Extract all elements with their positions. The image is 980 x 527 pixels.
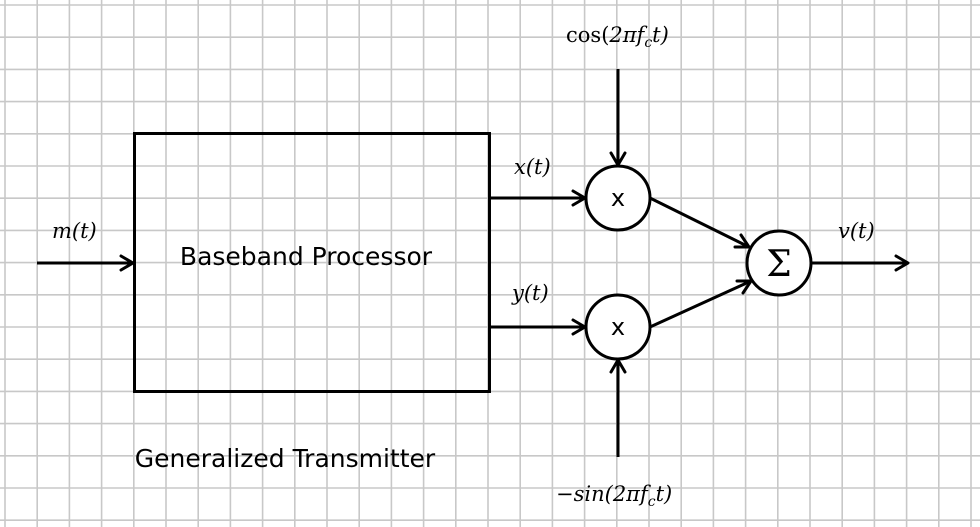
cos-func: cos bbox=[566, 23, 601, 47]
sin-sub: c bbox=[648, 494, 656, 510]
sin-carrier-label: −sin(2πfct) bbox=[556, 482, 672, 510]
output-arrowhead bbox=[894, 254, 910, 272]
output-signal-label: v(t) bbox=[838, 219, 875, 243]
top-to-sum-wire bbox=[649, 196, 750, 249]
quadrature-signal-label: y(t) bbox=[511, 281, 549, 305]
top-to-sum-arrowhead bbox=[733, 233, 751, 249]
bottom-to-sum-wire bbox=[649, 279, 752, 329]
sin-arg: (2πf bbox=[605, 482, 651, 506]
sin-prefix: −sin bbox=[556, 482, 605, 506]
baseband-processor-label: Baseband Processor bbox=[180, 242, 433, 271]
cos-sub: c bbox=[644, 35, 652, 51]
input-signal-label: m(t) bbox=[52, 219, 97, 243]
mixer-top-symbol: x bbox=[611, 184, 625, 212]
mixer-bottom-symbol: x bbox=[611, 313, 625, 341]
baseband-processor-block bbox=[133, 132, 491, 393]
in-phase-signal-label: x(t) bbox=[514, 155, 551, 179]
sin-tail: t) bbox=[656, 482, 673, 506]
cos-arg: 2πf bbox=[608, 23, 647, 47]
input-arrowhead bbox=[119, 254, 135, 272]
cos-tail: t) bbox=[652, 23, 669, 47]
cos-carrier-label: cos(2πfct) bbox=[566, 23, 669, 51]
summer-symbol: Σ bbox=[766, 244, 791, 285]
diagram-title: Generalized Transmitter bbox=[135, 444, 436, 473]
